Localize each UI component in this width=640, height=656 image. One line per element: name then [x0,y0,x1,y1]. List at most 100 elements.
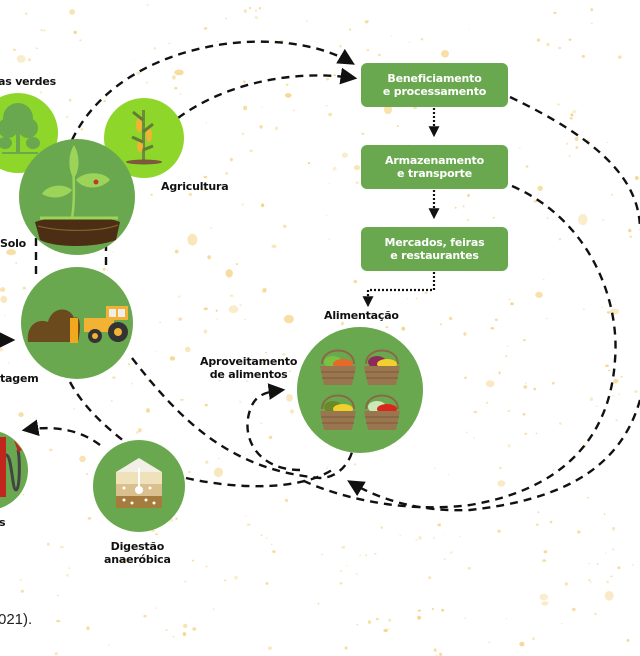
speckle [525,165,529,168]
speckle [607,369,611,372]
speckle [355,181,359,184]
speckle [499,467,502,469]
speckle [107,269,109,272]
speckle [539,593,549,601]
speckle [321,554,324,556]
speckle [523,385,528,389]
speckle [18,412,24,418]
speckle [595,405,598,408]
speckle [110,399,113,402]
speckle [87,517,92,520]
speckle [586,497,590,499]
speckle [359,554,361,557]
speckle [22,286,26,290]
speckle [605,364,609,368]
speckle [367,620,372,624]
label-digestao-line2: anaeróbica [104,553,171,566]
speckle [418,536,422,540]
speckle [575,146,579,149]
speckle [346,565,348,567]
speckle [552,381,555,385]
basket-icon [320,349,356,385]
box-mercados: Mercados, feiras e restaurantes [361,227,508,271]
speckle [260,362,263,364]
speckle [241,132,245,136]
speckle [79,455,86,463]
speckle [588,562,591,565]
speckle [179,93,182,95]
speckle [408,41,411,44]
speckle [399,534,402,537]
speckle [459,536,461,538]
speckle [265,351,267,354]
speckle [248,6,252,10]
speckle [522,413,526,416]
speckle [332,167,337,171]
speckle [28,58,31,62]
speckle [56,619,61,623]
speckle [40,28,44,32]
speckle [467,194,470,197]
label-aproveitamento-line2: de alimentos [209,368,288,381]
speckle [559,422,562,425]
speckle [150,193,153,196]
speckle [168,42,170,45]
speckle [225,17,228,20]
speckle [218,379,221,382]
speckle [261,106,263,108]
speckle [341,545,346,549]
arrow-right-loop-return [347,399,640,512]
speckle [590,22,593,25]
speckle [388,304,390,306]
speckle [65,573,69,577]
speckle [283,314,294,324]
speckle [354,463,357,466]
speckle [367,20,370,22]
speckle [634,176,639,180]
biodigester-icon [116,458,162,508]
speckle [178,317,183,321]
speckle [571,607,576,612]
speckle [378,53,381,57]
speckle [229,294,234,297]
speckle [225,269,233,278]
speckle [20,589,24,593]
speckle [205,122,207,124]
speckle [629,235,632,238]
arrow-digestao-to-alimentacao [185,468,333,488]
speckle [366,48,370,52]
speckle [243,319,246,321]
speckle [390,35,392,37]
speckle [572,110,577,114]
speckle [442,533,444,535]
speckle [434,467,436,470]
speckle [612,548,615,551]
speckle [243,9,247,14]
tree-icon [0,103,40,154]
speckle [86,626,90,631]
speckle [506,345,509,347]
speckle [307,161,311,165]
arrow-beneficiamento-loop [509,95,640,231]
label-agricultura: Agricultura [161,180,229,193]
speckle [590,8,594,12]
speckle [262,287,267,291]
speckle [533,387,536,391]
node-agricultura [104,98,184,178]
speckle [284,498,289,503]
speckle [174,69,184,76]
speckle [39,91,43,94]
speckle [340,321,344,326]
speckle [159,321,162,324]
box-beneficiamento: Beneficiamento e processamento [361,63,508,107]
speckle [417,615,422,620]
speckle [375,617,379,621]
speckle [172,636,175,638]
speckle [57,594,59,597]
speckle [16,55,26,63]
label-combustiveis: s [0,516,6,529]
corn-plant-icon [126,110,162,165]
speckle [341,152,348,158]
label-compostagem: tagem [0,372,39,385]
speckle [290,409,294,414]
